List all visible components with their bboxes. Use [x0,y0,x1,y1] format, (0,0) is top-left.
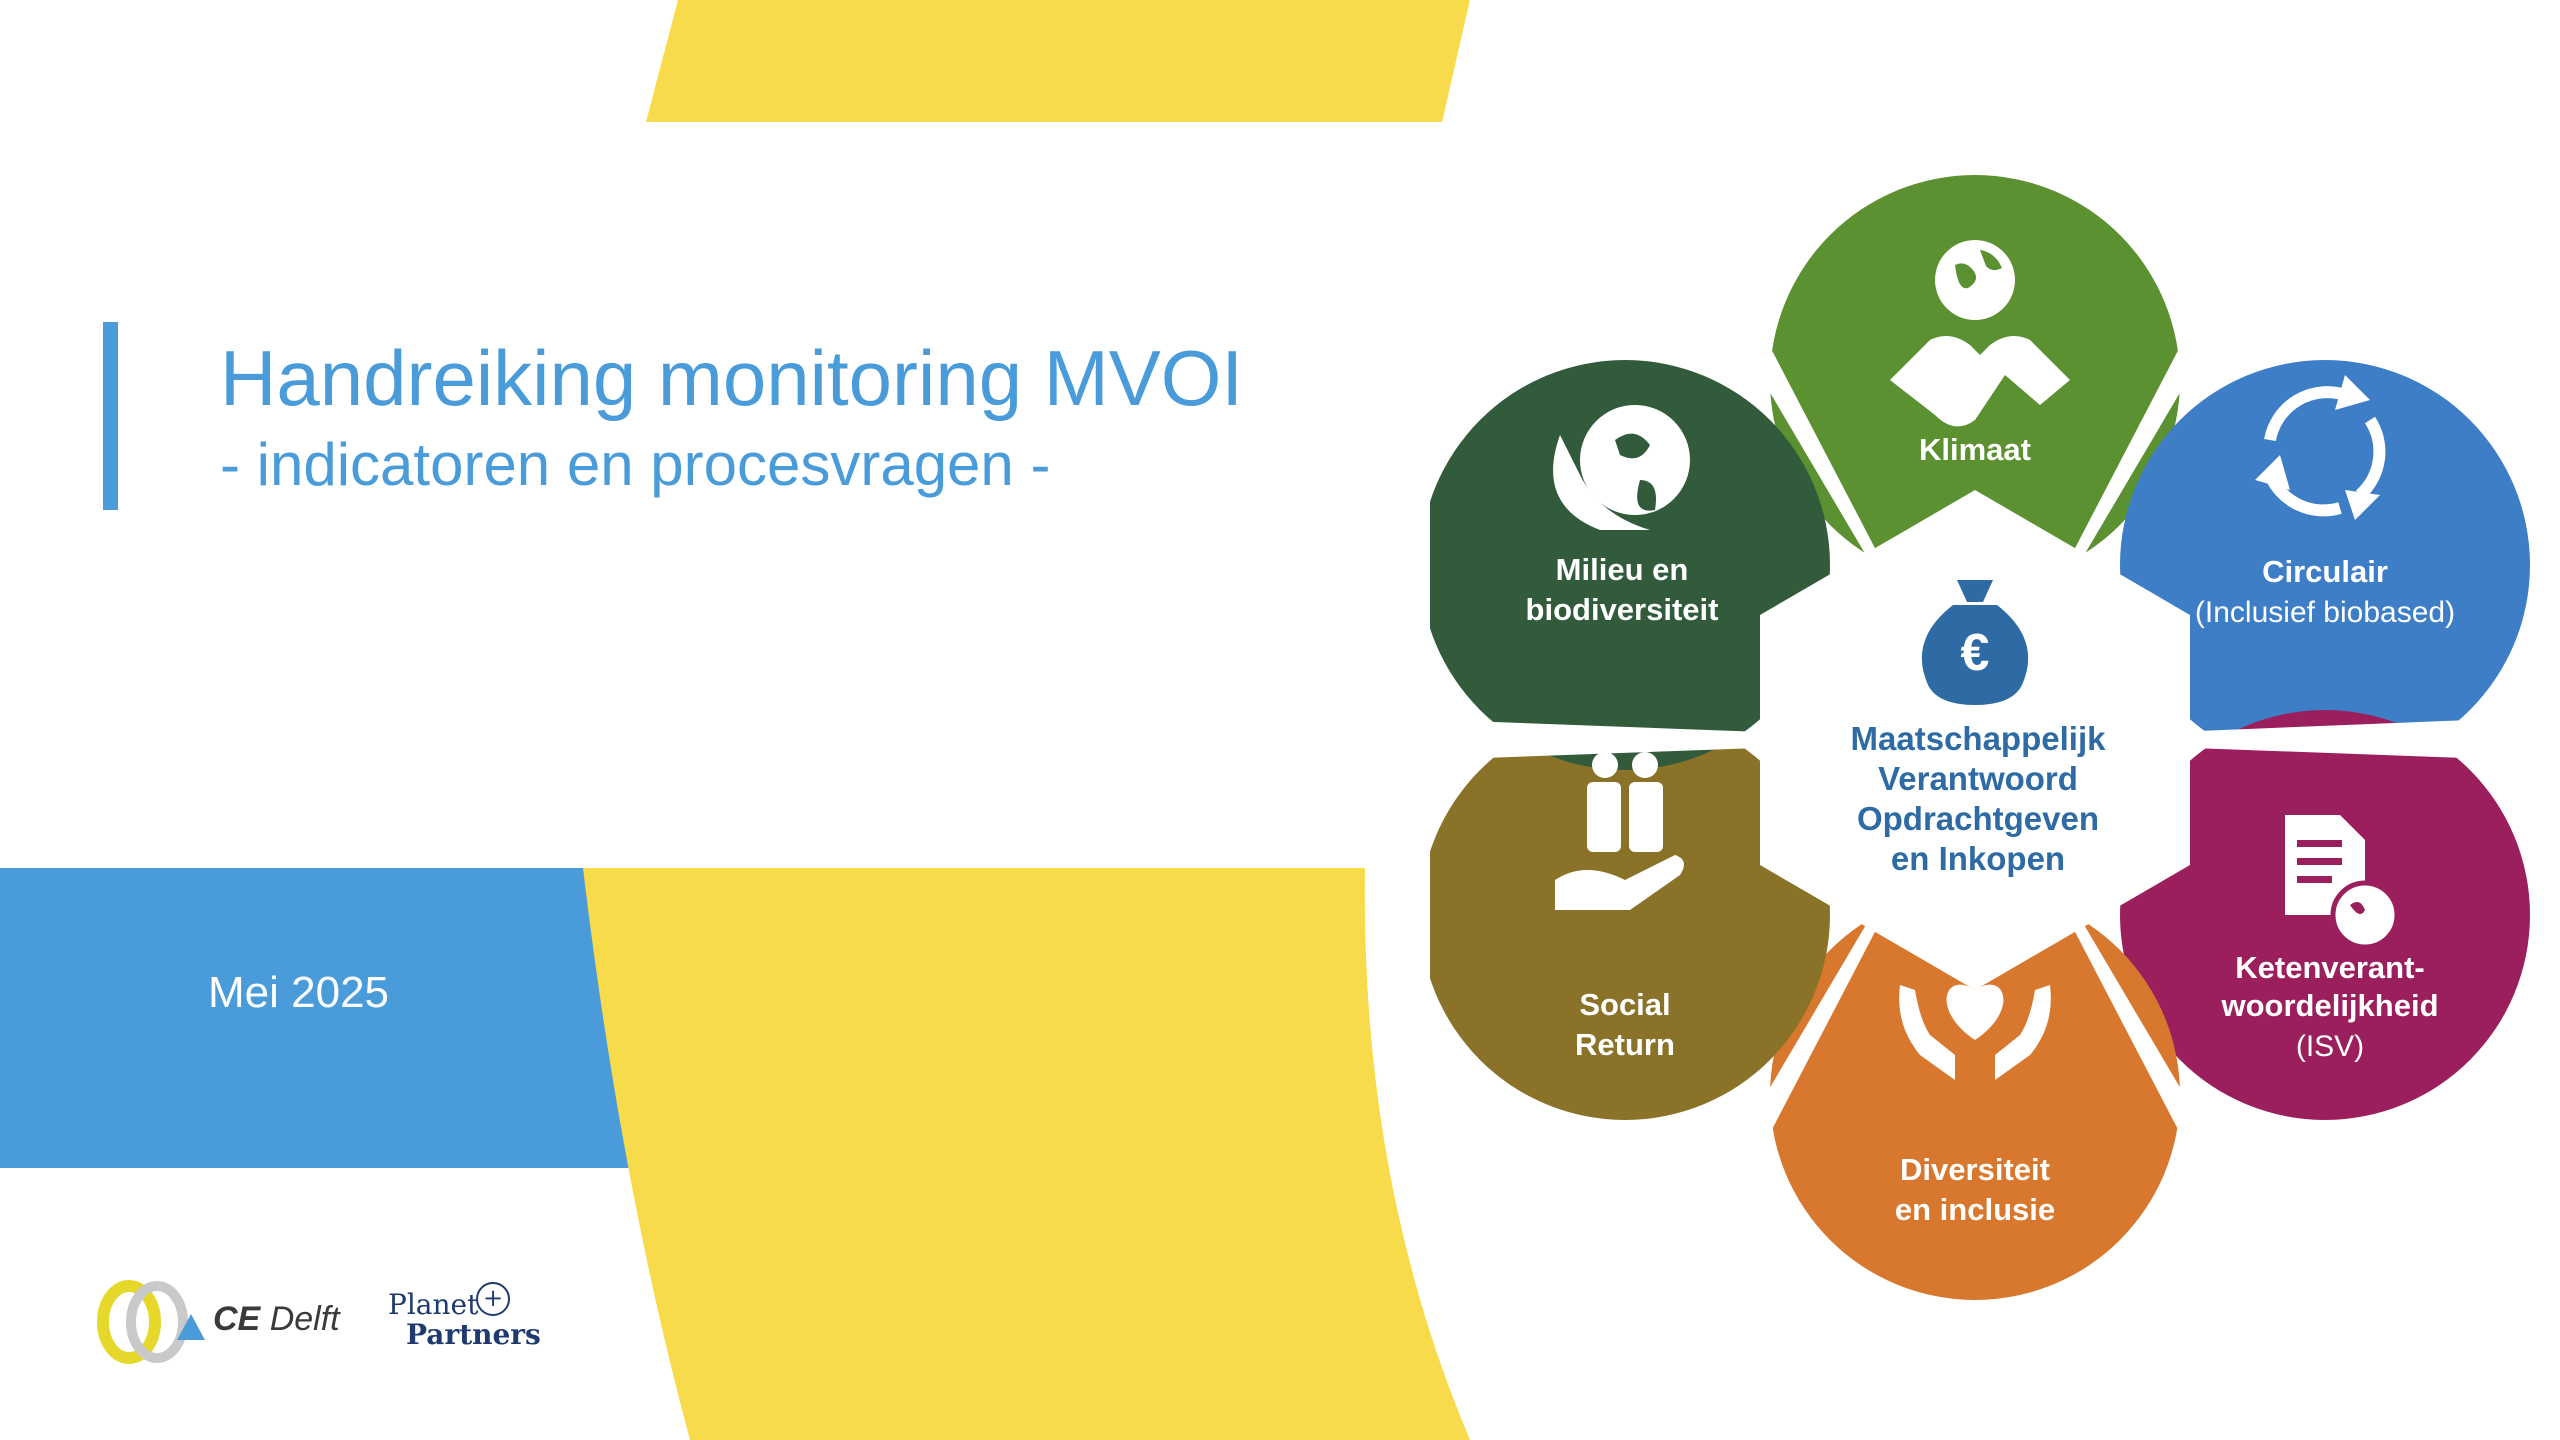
center-label-line3: Opdrachtgeven [1857,800,2099,837]
bottom-blue-band [0,868,700,1168]
segment-diversiteit-label-line2: en inclusie [1895,1192,2055,1227]
segment-circulair-label: Circulair [2262,554,2388,589]
segment-keten-sub: (ISV) [2296,1030,2364,1063]
center-hub [1760,490,2190,990]
center-label-line2: Verantwoord [1878,760,2078,797]
title-accent-bar [103,322,118,510]
segment-klimaat-label: Klimaat [1919,432,2031,467]
segment-milieu-label-line2: biodiversiteit [1526,592,1719,627]
page-subtitle: - indicatoren en procesvragen - [220,431,1051,498]
plus-circle-icon: + [476,1282,510,1316]
segment-circulair [2120,360,2530,770]
planet-partners-line2: Partners [406,1318,541,1351]
planet-partners-logo: Planet + Partners [388,1282,548,1358]
segment-keten-label-line2: woordelijkheid [2220,988,2438,1023]
segment-social-bg [1430,710,1830,1120]
center-label-line1: Maatschappelijk [1851,720,2107,757]
segment-milieu [1430,360,1830,770]
segment-diversiteit-bg [1770,890,2180,1300]
heart-hands-icon [1899,984,2051,1080]
ce-delft-wordmark: CE Delft [213,1300,340,1338]
leaf-globe-icon [1553,405,1690,530]
segment-circulair-sub: (Inclusief biobased) [2195,596,2455,629]
segment-diversiteit-label-line1: Diversiteit [1900,1152,2050,1187]
money-bag-euro-icon: € [1921,580,2029,705]
ce-delft-mark-icon [97,1280,205,1364]
segment-milieu-label-line1: Milieu en [1556,552,1689,587]
date-label: Mei 2025 [208,968,390,1017]
document-globe-icon [2285,815,2400,950]
mvoi-wheel-diagram: € Klimaat Circulair (Inclusief biobased)… [1430,175,2530,1300]
segment-keten-label-line1: Ketenverant- [2235,950,2425,985]
globe-handshake-icon [1890,240,2070,427]
segment-social [1430,710,1830,1120]
ce-delft-logo: CE Delft [95,1280,355,1364]
segment-circulair-bg [2120,360,2530,770]
svg-text:€: € [1961,624,1990,682]
planet-partners-line1: Planet [388,1288,479,1321]
bottom-yellow-band [583,868,1470,1440]
segment-social-label-line1: Social [1579,987,1670,1022]
page-title: Handreiking monitoring MVOI [220,334,1244,422]
top-yellow-band [646,0,1470,122]
people-hand-icon [1555,752,1684,910]
segment-diversiteit [1770,890,2180,1300]
center-label-line4: en Inkopen [1891,840,2065,877]
recycle-arrows-icon [2255,375,2386,520]
segment-milieu-bg [1430,360,1830,770]
segment-social-label-line2: Return [1575,1027,1675,1062]
